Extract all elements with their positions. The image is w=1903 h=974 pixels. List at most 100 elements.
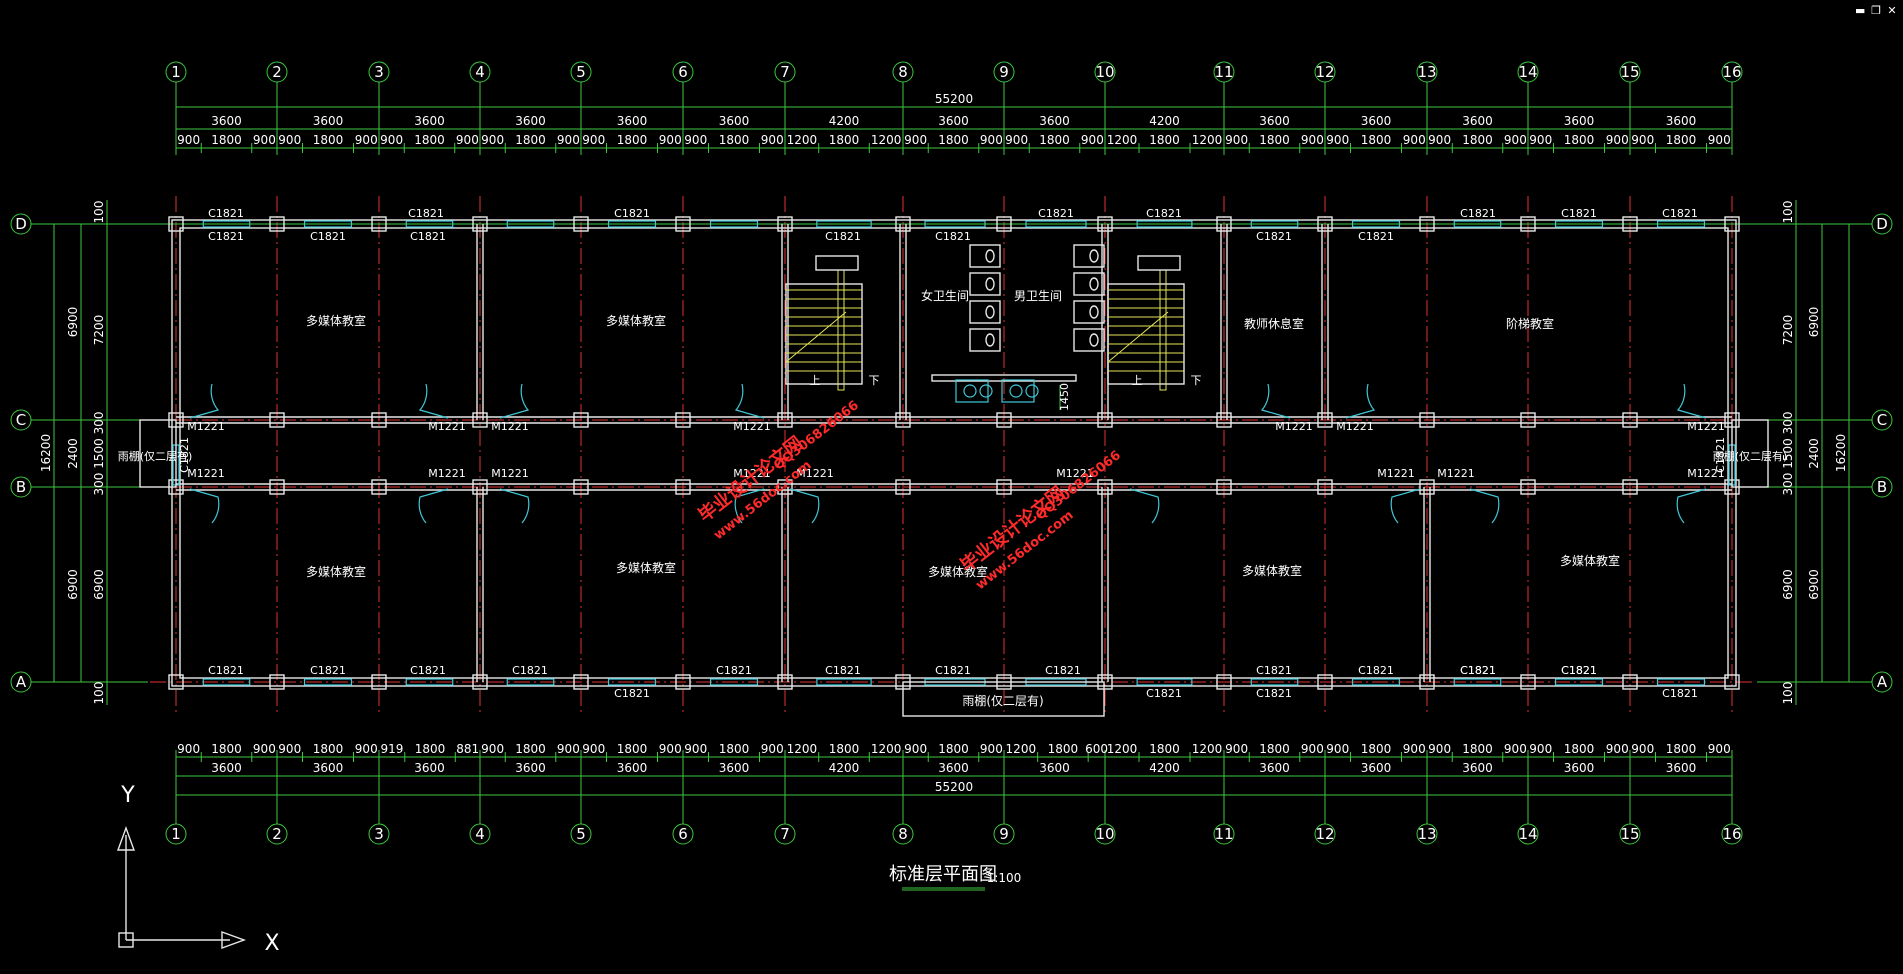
bay-dimension: 3600	[938, 761, 969, 775]
window	[1250, 678, 1299, 686]
axis-number-16: 16	[1722, 63, 1741, 81]
sub-dimension: 1800	[1564, 742, 1595, 756]
toilet	[1089, 333, 1099, 347]
axis-number-2: 2	[272, 63, 282, 81]
bay-dimension: 4200	[829, 114, 860, 128]
sub-dimension: 900	[1708, 133, 1731, 147]
canopy	[139, 419, 177, 488]
window-label: C1821	[1256, 664, 1292, 677]
toilet	[1089, 305, 1099, 319]
sub-dimension: 1800	[211, 133, 242, 147]
window-label: C1821	[1256, 230, 1292, 243]
door-label: M1221	[428, 467, 466, 480]
door-label: M1221	[187, 467, 225, 480]
sub-dimension: 1200	[1192, 133, 1223, 147]
window-controls: ▬ ❐ ✕	[1855, 4, 1897, 17]
minimize-icon[interactable]: ▬	[1855, 4, 1866, 17]
bay-dimension: 3600	[1361, 114, 1392, 128]
sub-dimension: 1800	[1361, 742, 1392, 756]
axis-letter-A: A	[1877, 673, 1888, 691]
column	[1317, 674, 1333, 690]
bay-dimension: 3600	[719, 114, 750, 128]
column	[1317, 216, 1333, 232]
sub-dimension: 900	[1606, 742, 1629, 756]
window-label: C1821	[1460, 207, 1496, 220]
sub-dimension: 900	[253, 133, 276, 147]
sub-dimension: 1200	[1107, 742, 1138, 756]
window	[1554, 678, 1604, 686]
door-label: M1221	[1437, 467, 1475, 480]
side-dimension: 7200	[1781, 315, 1795, 346]
sub-dimension: 900	[177, 742, 200, 756]
window	[1656, 220, 1706, 228]
column	[1216, 412, 1232, 428]
axis-number-9: 9	[999, 63, 1009, 81]
stair-label: 下	[869, 374, 880, 387]
door-label: M1221	[1275, 420, 1313, 433]
bay-dimension: 3600	[1361, 761, 1392, 775]
door-swing	[499, 488, 530, 524]
column	[573, 674, 589, 690]
sub-dimension: 900	[177, 133, 200, 147]
window-label: C1821	[1662, 207, 1698, 220]
ucs-y-arrow	[117, 825, 135, 851]
side-dimension: 6900	[92, 569, 106, 600]
window	[1136, 220, 1193, 228]
room-label: 多媒体教室	[306, 313, 366, 328]
window-label: C1821	[1146, 687, 1182, 700]
close-icon[interactable]: ✕	[1887, 4, 1897, 17]
column	[1724, 674, 1740, 690]
sub-dimension: 1800	[1039, 133, 1070, 147]
washroom-counter	[931, 374, 1077, 382]
column	[1622, 216, 1638, 232]
toilet	[985, 333, 995, 347]
bay-dimension: 3600	[1462, 761, 1493, 775]
sub-dimension: 1800	[829, 133, 860, 147]
side-dimension: 300 1500 300	[92, 412, 106, 496]
window	[1250, 220, 1299, 228]
room-label: 教师休息室	[1244, 316, 1304, 331]
column	[996, 479, 1012, 495]
window-label: C1821	[208, 230, 244, 243]
side-total-dimension: 16200	[1834, 434, 1848, 472]
window-label: C1821	[935, 664, 971, 677]
side-dimension: 100	[1781, 682, 1795, 705]
sub-dimension: 1800	[938, 133, 969, 147]
room-label: 多媒体教室	[1242, 563, 1302, 578]
basin-frame	[955, 379, 989, 403]
window	[607, 678, 657, 686]
sub-dimension: 1800	[719, 742, 750, 756]
canopy	[902, 681, 1105, 717]
room-label: 多媒体教室	[1560, 553, 1620, 568]
bay-dimension: 3600	[1259, 761, 1290, 775]
room-label: 多媒体教室	[606, 313, 666, 328]
column	[675, 674, 691, 690]
restore-icon[interactable]: ❐	[1871, 4, 1881, 17]
window	[506, 220, 555, 228]
wash-basin	[1009, 384, 1023, 398]
sub-dimension: 900	[1708, 742, 1731, 756]
window-label: C1821	[1256, 687, 1292, 700]
sub-dimension: 1800	[829, 742, 860, 756]
window-label: C1821	[1561, 664, 1597, 677]
stair-well	[785, 283, 863, 385]
door-swing	[789, 488, 820, 524]
sub-dimension: 1800	[1149, 133, 1180, 147]
door-label: M1221	[733, 467, 771, 480]
sub-dimension: 1800	[313, 133, 344, 147]
axis-letter-A: A	[16, 673, 27, 691]
bay-dimension: 3600	[1259, 114, 1290, 128]
column	[269, 216, 285, 232]
wash-basin	[963, 384, 977, 398]
sub-dimension: 919	[380, 742, 403, 756]
column	[1097, 479, 1113, 495]
window-label: C1821	[1662, 687, 1698, 700]
column	[1622, 479, 1638, 495]
side-dimension: 2400	[66, 438, 80, 469]
window	[1351, 678, 1401, 686]
sub-dimension: 1800	[1462, 133, 1493, 147]
toilet-stall	[969, 328, 1001, 352]
window-label: C1821	[1146, 207, 1182, 220]
sub-dimension: 900	[1301, 133, 1324, 147]
